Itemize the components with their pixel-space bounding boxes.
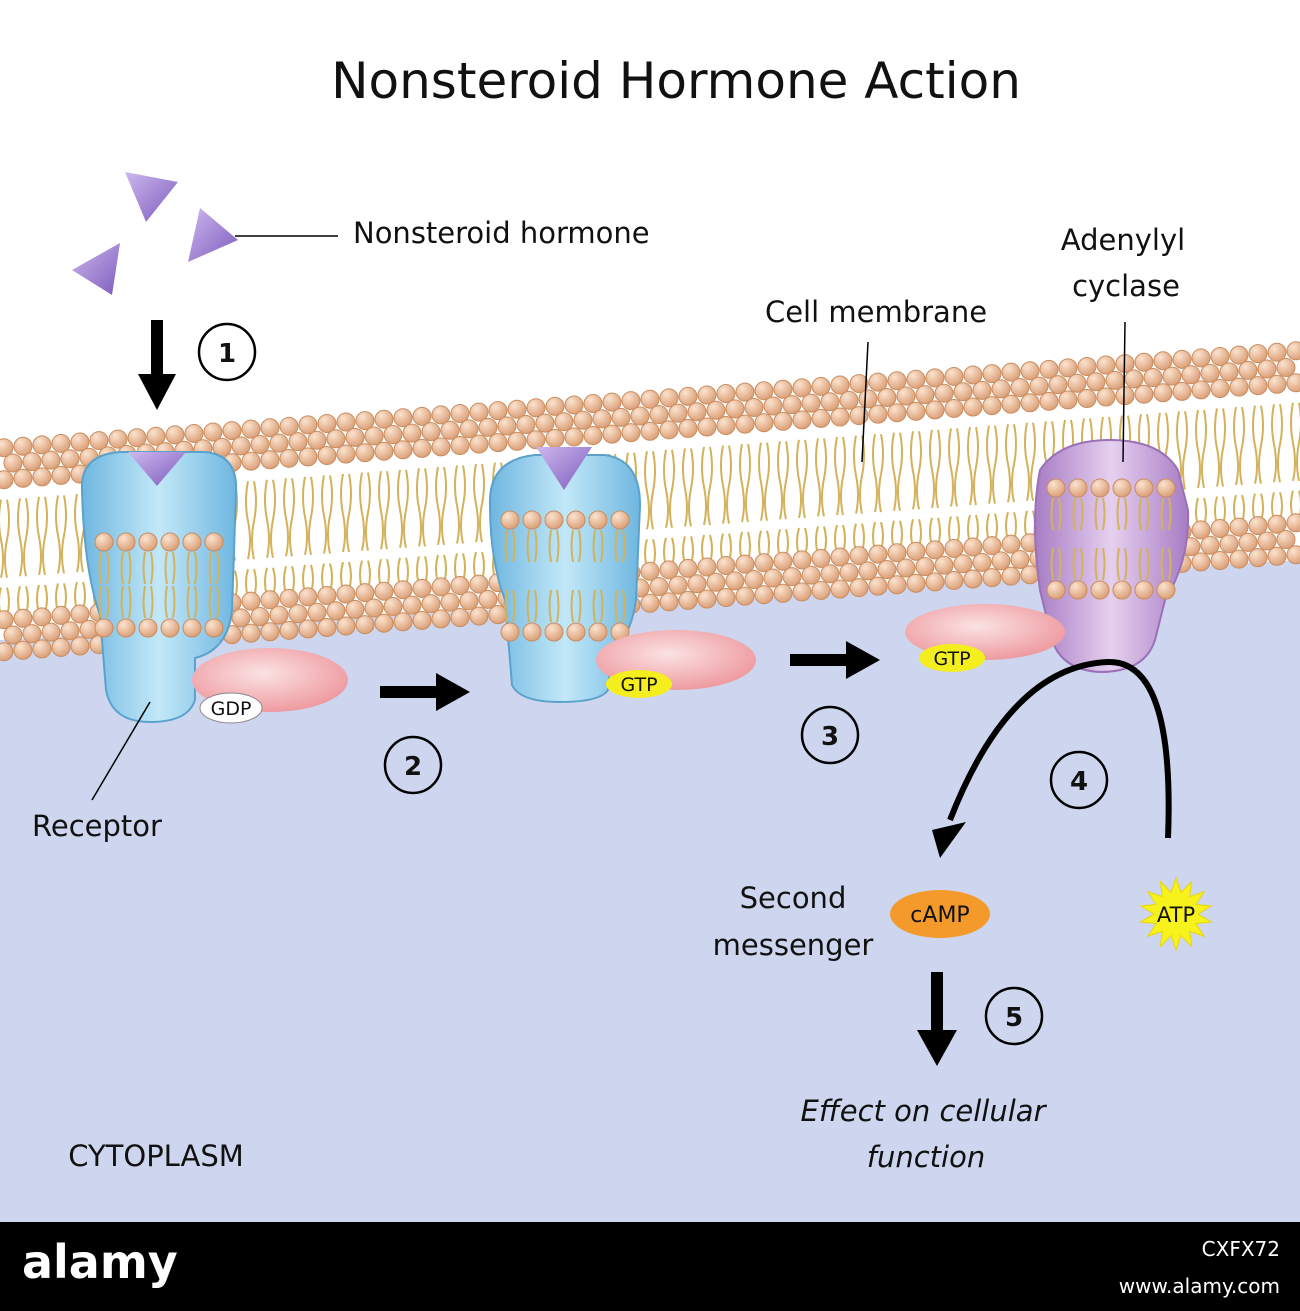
atp-molecule: ATP [1139,876,1213,952]
receptor-label: Receptor [32,809,162,843]
hormone-molecule-1 [125,172,178,222]
adenylyl-label-line1: Adenylyl [1061,223,1185,257]
adenylyl-cyclase-protein [1034,438,1190,674]
adenylyl-lipid-rows [1046,478,1176,600]
cytoplasm-region [0,560,1300,1222]
adenylyl-label-line2: cyclase [1072,269,1180,303]
camp-label: cAMP [910,903,969,928]
second-messenger-label-line1: Second [740,881,847,915]
step-2-arrow [380,673,470,711]
gtp-molecule-2: GTP [919,644,985,672]
receptor-protein [80,451,238,724]
footer-image-code: CXFX72 [1202,1237,1280,1261]
step-5-arrow [917,972,957,1066]
step-4-marker: 4 [1049,750,1109,810]
hormone-label: Nonsteroid hormone [353,216,650,250]
second-messenger-label-line2: messenger [713,928,874,962]
receptor-leader-line [91,701,151,801]
footer-bar: alamy CXFX72 www.alamy.com [0,1222,1300,1311]
gtp-label-2: GTP [933,648,970,670]
svg-text:1: 1 [218,339,236,369]
svg-text:4: 4 [1070,767,1088,797]
svg-text:3: 3 [821,722,839,752]
cell-membrane-leader-line [861,341,869,463]
cell-membrane-label: Cell membrane [765,295,987,329]
bound-hormone-2 [536,447,592,490]
gdp-molecule: GDP [199,692,263,724]
step-3-marker: 3 [800,705,860,765]
hormone-molecule-2 [188,208,238,262]
step-5-marker: 5 [984,986,1044,1046]
adenylyl-leader-line [1122,321,1126,463]
footer-url: www.alamy.com [1119,1274,1280,1298]
effect-label-line1: Effect on cellular [801,1094,1048,1128]
gdp-label: GDP [211,698,252,720]
step-2-marker: 2 [383,735,443,795]
gtp-label-1: GTP [620,674,657,696]
receptor-lipid-rows [94,532,224,638]
svg-text:5: 5 [1005,1003,1023,1033]
gtp-molecule-1: GTP [606,670,672,698]
step-1-arrow [138,320,176,410]
camp-molecule: cAMP [890,890,990,938]
page-title: Nonsteroid Hormone Action [331,52,1021,110]
step-3-arrow [790,641,880,679]
effect-label-line2: function [867,1140,985,1174]
receptor-2-lipid-rows [500,510,630,642]
svg-text:2: 2 [404,752,422,782]
atp-label: ATP [1157,903,1195,927]
hormone-molecule-3 [72,243,120,295]
cytoplasm-label: CYTOPLASM [68,1139,244,1173]
footer-brand: alamy [22,1235,178,1289]
bound-hormone [128,452,186,486]
step-4-curved-arrow [932,658,1172,858]
step-1-marker: 1 [197,322,257,382]
